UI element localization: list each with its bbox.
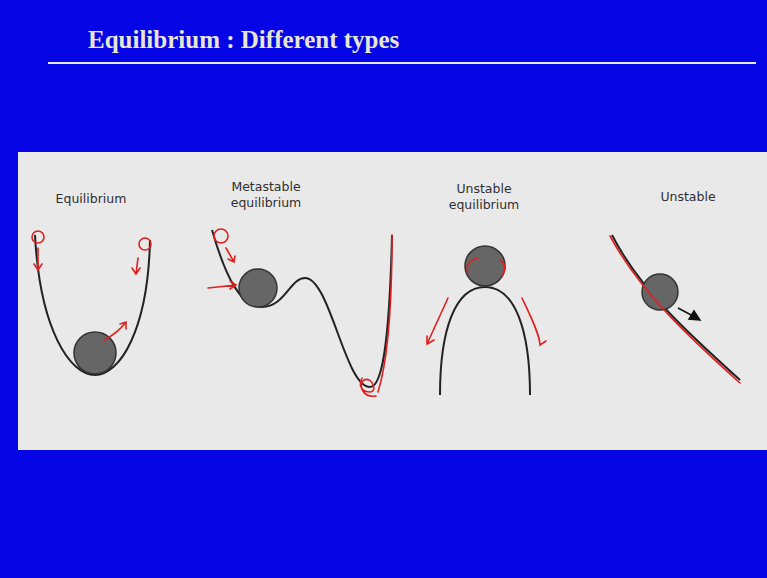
figure-label: Equilibrium bbox=[36, 191, 146, 207]
figure-label: Unstable equilibrium bbox=[429, 181, 539, 212]
red-annotation bbox=[610, 236, 740, 383]
slope-curve bbox=[612, 235, 740, 380]
red-annotation bbox=[226, 248, 235, 262]
red-annotation bbox=[32, 231, 44, 243]
red-annotation bbox=[132, 258, 140, 274]
title-rule bbox=[48, 62, 756, 64]
red-annotation bbox=[427, 298, 448, 344]
ball bbox=[74, 332, 116, 374]
figure-label: Unstable bbox=[633, 189, 743, 205]
red-annotation bbox=[139, 238, 151, 250]
arrow-head bbox=[689, 311, 700, 320]
ball bbox=[239, 269, 277, 307]
slide-title: Equilibrium : Different types bbox=[88, 26, 399, 54]
valley-curve bbox=[35, 235, 150, 375]
hill-curve bbox=[440, 287, 530, 395]
red-annotation bbox=[360, 235, 392, 396]
red-annotation bbox=[208, 281, 236, 289]
metastable-curve bbox=[212, 230, 392, 387]
red-annotation bbox=[522, 298, 546, 345]
ball bbox=[465, 246, 505, 286]
figure-label: Metastable equilibrium bbox=[211, 179, 321, 210]
red-annotation bbox=[214, 229, 228, 243]
red-annotation bbox=[34, 248, 42, 270]
red-annotation bbox=[467, 258, 505, 276]
red-annotation bbox=[104, 322, 126, 340]
